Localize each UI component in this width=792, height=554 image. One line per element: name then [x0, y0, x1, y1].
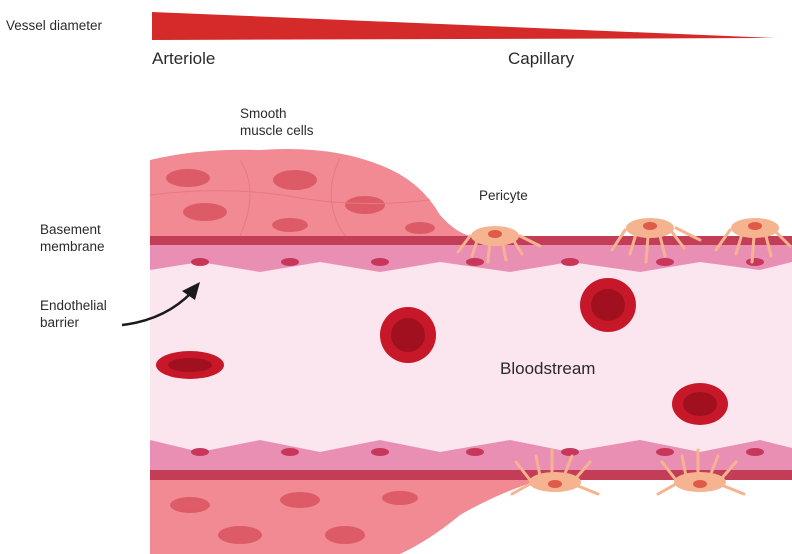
basement-membrane-label: Basement membrane [40, 222, 105, 256]
endothelium-nucleus [561, 448, 579, 456]
endothelium-nucleus [746, 448, 764, 456]
arteriole-label: Arteriole [152, 48, 215, 69]
red-blood-cell-center [168, 358, 212, 372]
endothelium-nucleus [191, 448, 209, 456]
pericyte-nucleus [643, 222, 657, 230]
smooth-muscle-nucleus [273, 170, 317, 190]
pericyte-nucleus [548, 480, 562, 488]
pericyte-nucleus [488, 230, 502, 238]
vessel-diameter-label: Vessel diameter [6, 18, 102, 35]
endothelial-barrier-label: Endothelial barrier [40, 298, 107, 332]
bloodstream-label: Bloodstream [500, 358, 595, 379]
smooth-muscle-nucleus [382, 491, 418, 505]
pericyte-nucleus [748, 222, 762, 230]
endothelium-nucleus [191, 258, 209, 266]
endothelium-nucleus [561, 258, 579, 266]
smooth-muscle-cells-label: Smooth muscle cells [240, 106, 314, 140]
capillary-label: Capillary [508, 48, 574, 69]
red-blood-cell-center [591, 289, 625, 321]
endothelium-nucleus [656, 448, 674, 456]
smooth-muscle-nucleus [280, 492, 320, 508]
smooth-muscle-nucleus [170, 497, 210, 513]
red-blood-cell-center [683, 392, 717, 416]
endothelium-nucleus [371, 258, 389, 266]
pericyte-label: Pericyte [479, 188, 528, 205]
endothelium-nucleus [746, 258, 764, 266]
endothelium-nucleus [656, 258, 674, 266]
endothelium-nucleus [371, 448, 389, 456]
smooth-muscle-nucleus [218, 526, 262, 544]
smooth-muscle-nucleus [345, 196, 385, 214]
pericyte-nucleus [693, 480, 707, 488]
smooth-muscle-nucleus [405, 222, 435, 234]
endothelium-nucleus [281, 258, 299, 266]
smooth-muscle-nucleus [325, 526, 365, 544]
smooth-muscle-nucleus [183, 203, 227, 221]
endothelium-nucleus [466, 258, 484, 266]
red-blood-cell-center [391, 318, 425, 352]
bloodstream-lumen [150, 262, 792, 462]
vessel-diameter-wedge [152, 12, 775, 40]
smooth-muscle-nucleus [166, 169, 210, 187]
endothelium-nucleus [466, 448, 484, 456]
smooth-muscle-nucleus [272, 218, 308, 232]
endothelium-nucleus [281, 448, 299, 456]
